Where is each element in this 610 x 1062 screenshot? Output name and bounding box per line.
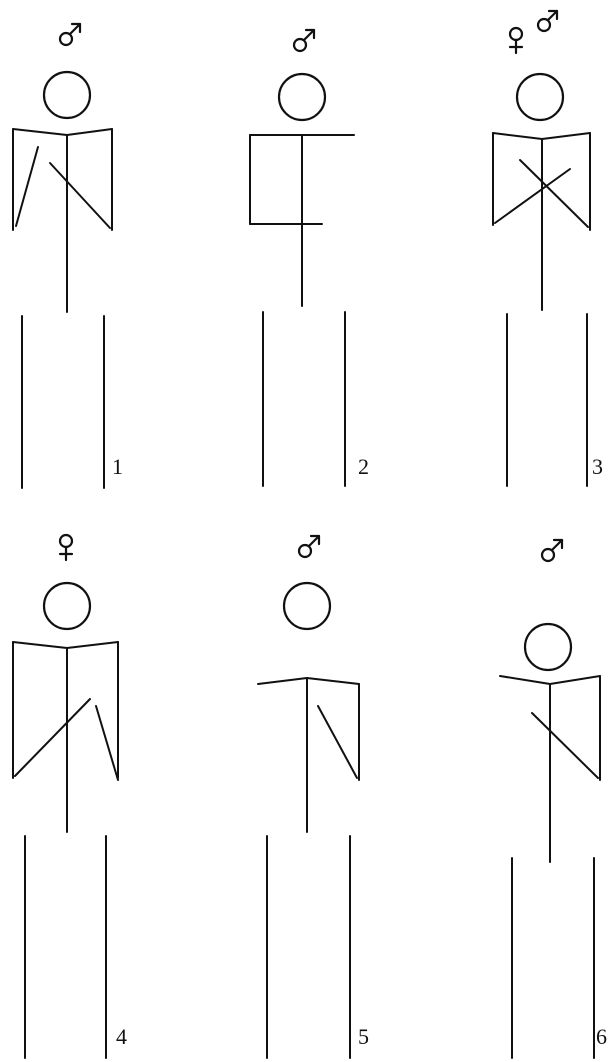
male-symbol — [58, 22, 82, 47]
figure-number: 1 — [112, 454, 123, 479]
right-hand-gesture — [49, 162, 111, 229]
figure-head — [277, 72, 327, 122]
left-hand-gesture — [15, 146, 39, 227]
figure-2: 2 — [249, 28, 369, 487]
figure-head — [282, 581, 332, 631]
figure-head — [515, 72, 565, 122]
right-hand-gesture — [531, 712, 599, 779]
male-symbol — [540, 538, 564, 563]
figure-head — [523, 622, 573, 672]
female-symbol — [58, 533, 74, 562]
male-symbol — [292, 28, 316, 53]
right-shoulder — [541, 132, 591, 140]
figure-number: 4 — [116, 1024, 127, 1049]
right-shoulder — [66, 641, 119, 649]
figure-number: 6 — [596, 1024, 607, 1049]
figure-5: 5 — [257, 534, 369, 1059]
male-symbol — [297, 534, 321, 559]
figure-1: 1 — [12, 22, 123, 489]
right-hand-gesture — [317, 705, 358, 779]
figure-head — [42, 70, 92, 120]
male-symbol — [536, 9, 559, 33]
left-shoulder — [12, 641, 68, 649]
figure-6: 6 — [499, 538, 607, 1059]
right-shoulder — [66, 128, 113, 136]
figure-number: 3 — [592, 454, 603, 479]
figure-head — [42, 581, 92, 631]
right-shoulder — [549, 675, 601, 685]
left-shoulder — [257, 677, 308, 685]
figure-3: 3 — [492, 9, 603, 487]
figure-4: 4 — [12, 533, 127, 1059]
figure-number: 5 — [358, 1024, 369, 1049]
left-shoulder — [499, 675, 551, 685]
female-symbol — [508, 26, 524, 55]
left-hand-gesture — [14, 698, 91, 777]
left-shoulder — [492, 132, 543, 140]
right-hand-gesture — [519, 159, 589, 228]
right-shoulder — [306, 677, 360, 685]
left-shoulder — [12, 128, 68, 136]
left-hand-gesture — [494, 168, 571, 224]
figure-number: 2 — [358, 454, 369, 479]
right-hand-gesture — [95, 705, 119, 781]
